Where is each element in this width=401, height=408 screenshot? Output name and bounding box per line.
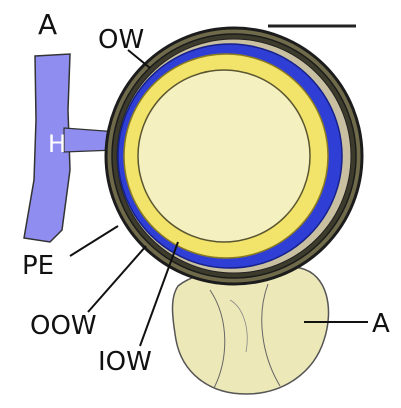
- iow-label: IOW: [98, 347, 152, 377]
- ow-label: OW: [98, 25, 144, 55]
- oow-label: OOW: [30, 311, 97, 341]
- pe-leader: [70, 226, 118, 256]
- antheridium: [173, 266, 329, 394]
- a-label: A: [372, 309, 390, 339]
- panel-label: A: [38, 8, 57, 41]
- pe-label: PE: [22, 251, 54, 281]
- oospore-core: [138, 70, 310, 242]
- h-label: H: [48, 130, 66, 158]
- oow-leader: [88, 246, 146, 312]
